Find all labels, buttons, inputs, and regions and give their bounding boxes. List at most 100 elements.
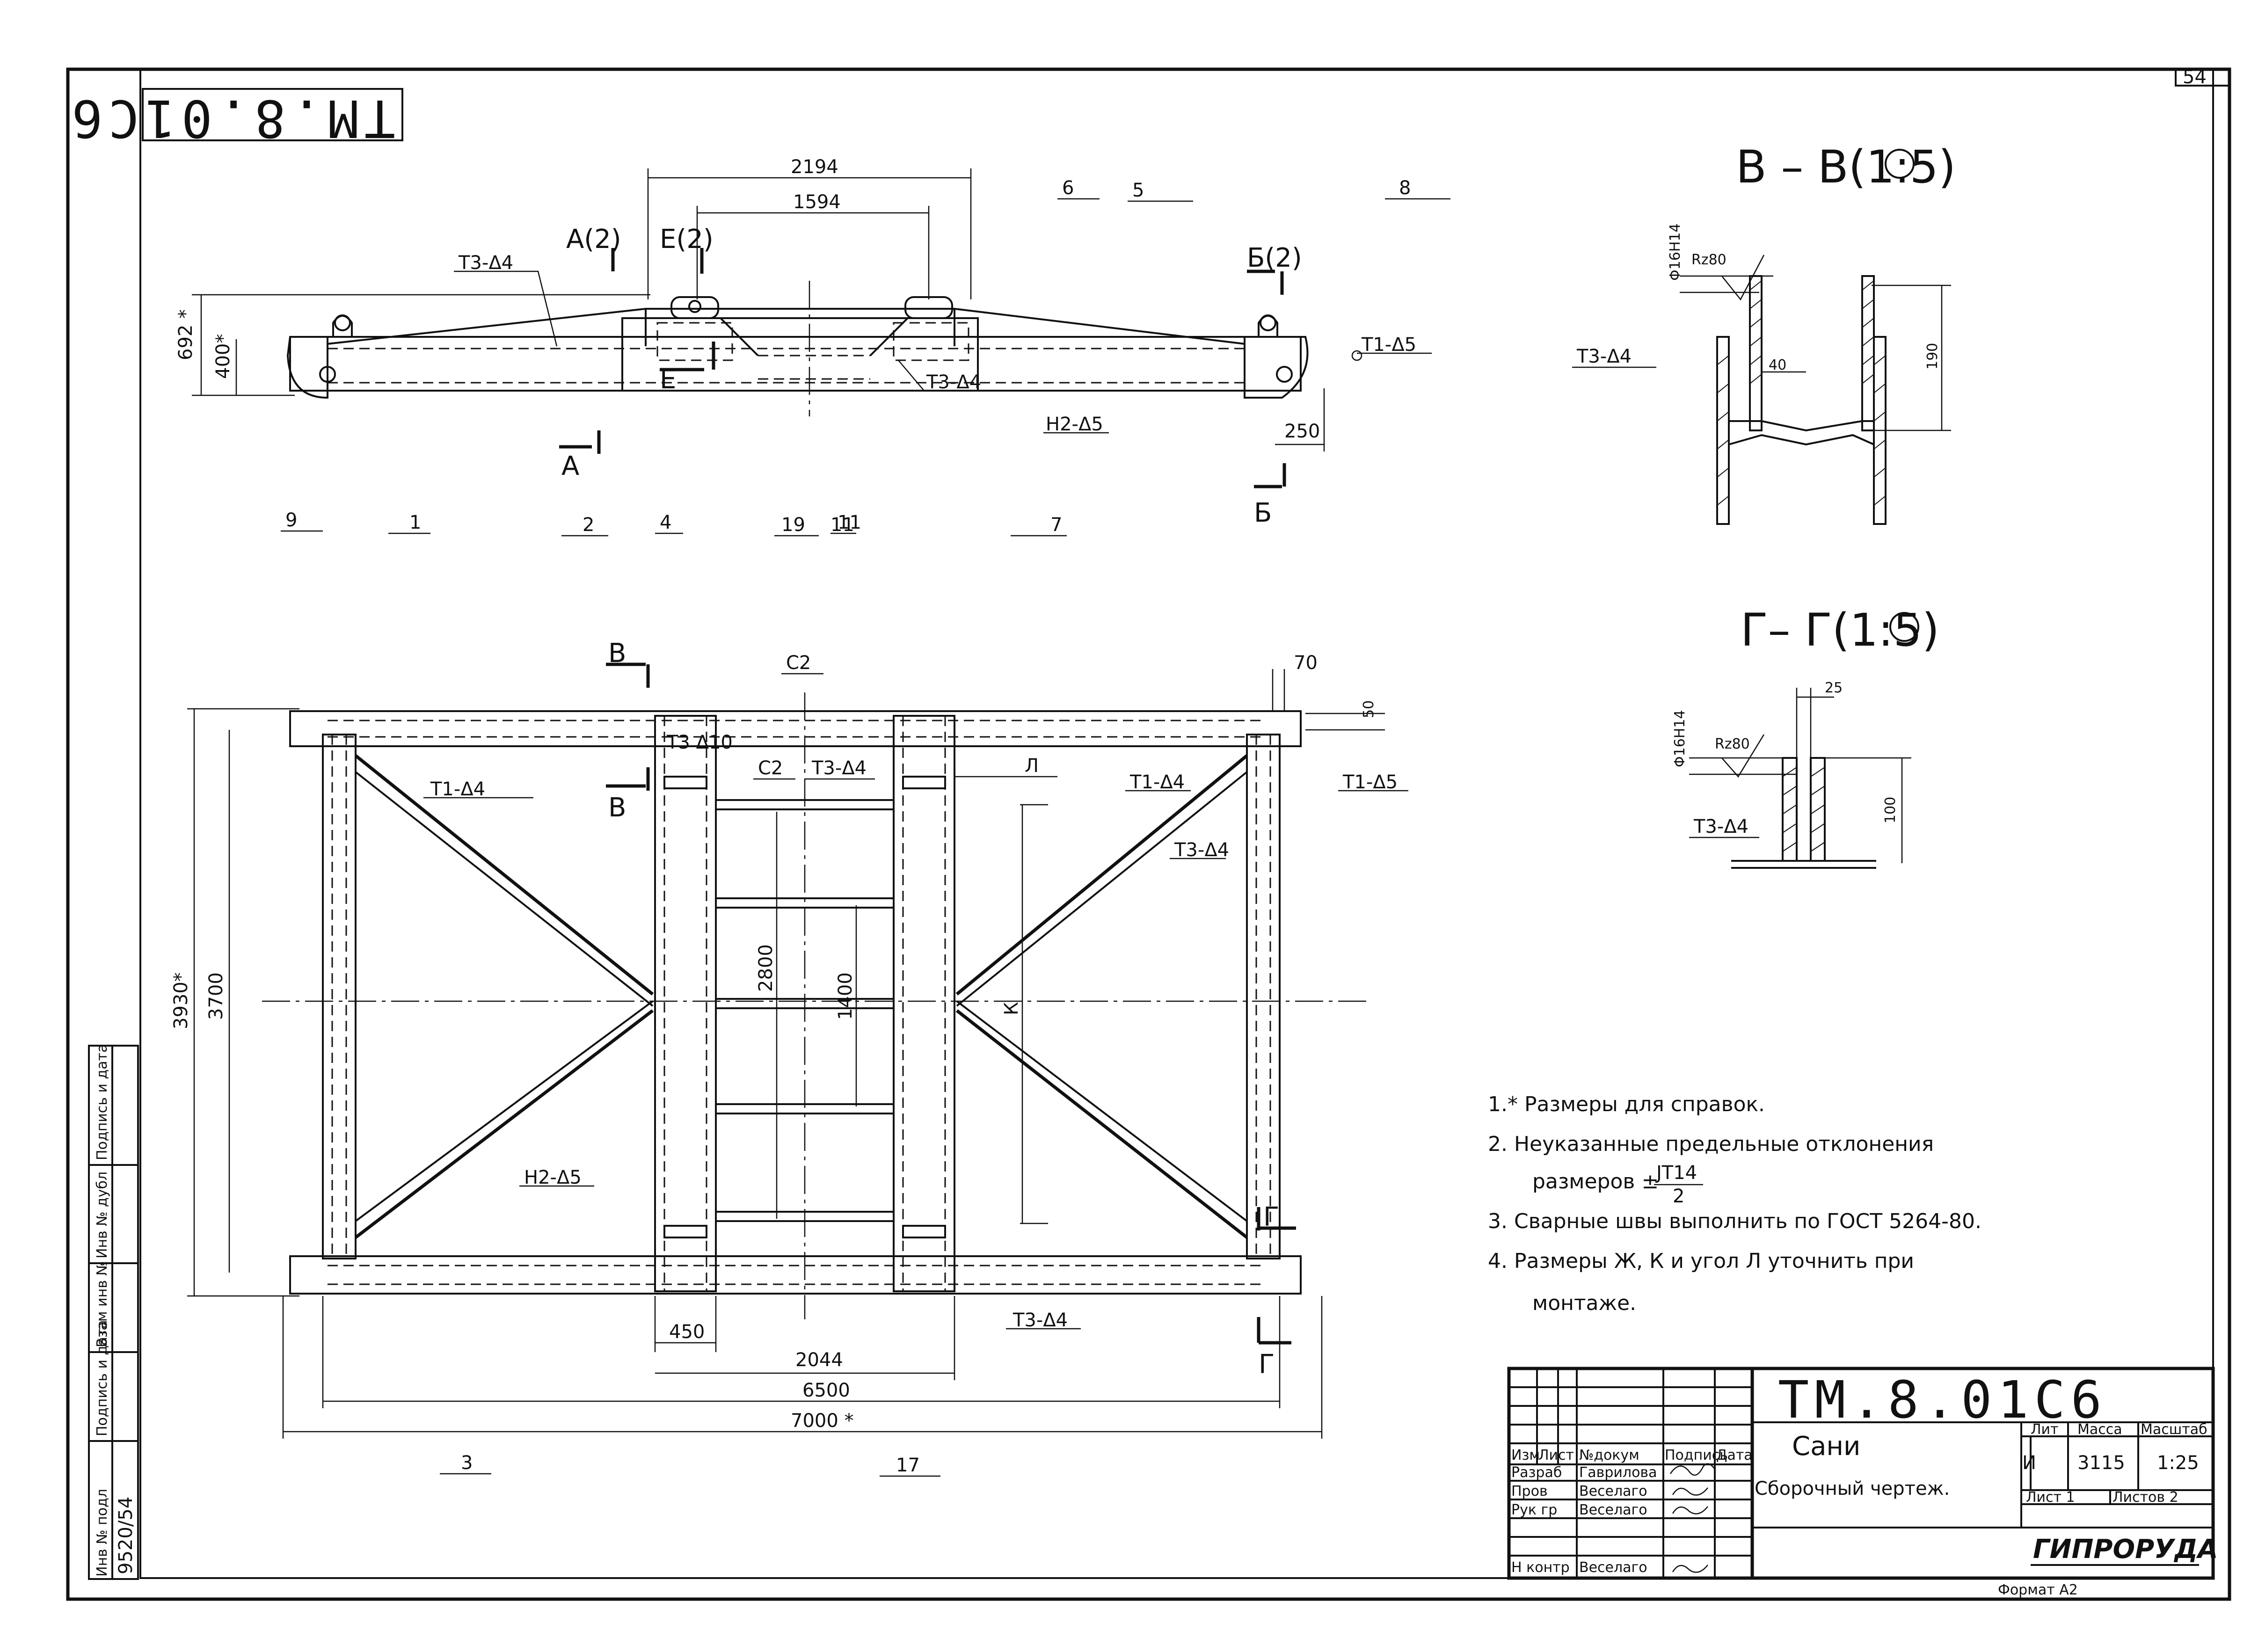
side-view: 2194 1594 692 * 400* 250 А(2) А Е(2) Е Б…: [175, 156, 1450, 534]
section-gg-weld: Т3-Δ4: [1693, 816, 1748, 837]
note-2-frac-num: JT14: [1655, 1162, 1697, 1184]
hdr-izm: Изм: [1511, 1447, 1540, 1463]
pos-19: 19: [781, 514, 805, 536]
pos-3: 3: [461, 1452, 473, 1474]
side-bracket-left: [670, 296, 719, 319]
sheets-label: Листов 2: [2113, 1489, 2178, 1506]
hdr-doc: №докум: [1579, 1447, 1639, 1463]
plan-view: 3930* 3700 2800 1400 450 2044 6500 7000 …: [170, 514, 1408, 1477]
weld-label-c2-mid: С2: [758, 757, 783, 779]
role-n-kontr: Н контр: [1511, 1559, 1570, 1576]
section-gg-phi16: Φ16Н14: [1672, 710, 1688, 767]
rotated-code: ТМ.8.01С6: [66, 88, 395, 148]
weld-label-t3-4-bottom: Т3-Δ4: [1013, 1310, 1068, 1331]
title-name: Сани: [1792, 1431, 1860, 1462]
pos-11: 11: [838, 512, 861, 533]
dim-2800: 2800: [755, 944, 777, 992]
hdr-sign: Подпись: [1665, 1447, 1728, 1463]
section-mark-a-bottom: А: [561, 451, 579, 481]
section-gg: Г– Г(1:5) 25 Φ16Н14 Rz80 100 Т3-Δ4: [1672, 604, 1939, 869]
dim-3930: 3930*: [170, 972, 192, 1029]
plan-crossbeam-right: [1246, 734, 1281, 1259]
section-vv-rz80: Rz80: [1691, 252, 1726, 268]
section-mark-b-top: Б(2): [1247, 243, 1302, 273]
weld-label-t3-4-mid: Т3-Δ4: [811, 757, 867, 779]
weld-label-t1-4-left: Т1-Δ4: [430, 779, 485, 800]
note-4-line2: монтаже.: [1532, 1291, 1636, 1315]
dim-692: 692 *: [175, 309, 197, 360]
weld-label-t1-5: Т1-Δ5: [1361, 334, 1416, 356]
sheet-label: Лист 1: [2026, 1489, 2075, 1506]
lit-value: И: [2022, 1452, 2036, 1474]
dim-7000: 7000 *: [791, 1410, 854, 1432]
weld-label-t1-5-plan: Т1-Δ5: [1342, 771, 1398, 793]
pos-17: 17: [896, 1455, 920, 1476]
section-gg-dim-25: 25: [1825, 680, 1843, 696]
pos-4: 4: [660, 512, 671, 533]
side-right-nose: [1244, 336, 1309, 399]
dim-1400: 1400: [835, 972, 856, 1020]
plan-skid-bottom: [289, 1255, 1302, 1295]
weld-label-t3-4-left: Т3-Δ4: [458, 252, 513, 274]
stamp-podpis-2: Подпись и дата: [94, 1044, 110, 1161]
scale-value: 1:25: [2157, 1452, 2199, 1474]
section-vv-dim-190: 190: [1924, 343, 1941, 370]
side-bracket-right: [904, 296, 953, 319]
name-n-kontr: Веселаго: [1579, 1559, 1647, 1576]
note-2-line1: 2. Неуказанные предельные отклонения: [1488, 1132, 1934, 1156]
side-central-beam: [621, 317, 979, 392]
lug-left-bottom: [319, 366, 336, 383]
signature-1: [1669, 1463, 1715, 1476]
plan-crossbeam-left: [322, 734, 357, 1259]
pos-8: 8: [1399, 177, 1411, 199]
stamp-inv-value: 9520/54: [115, 1497, 137, 1574]
side-top-chord: [327, 308, 1245, 345]
section-vv-weld: Т3-Δ4: [1576, 346, 1632, 367]
section-vv: В – В(1:5) Φ16Н14 Rz80 40: [1572, 141, 1956, 525]
scale-label: Масштаб: [2141, 1421, 2207, 1438]
side-stamp: Подпись и дата Инв № дубл Взам инв № Под…: [88, 1044, 139, 1580]
note-2-frac-den: 2: [1673, 1186, 1684, 1207]
signature-4: [1672, 1565, 1708, 1573]
role-prov: Пров: [1511, 1483, 1548, 1499]
dim-1594: 1594: [793, 191, 841, 213]
signature-3: [1672, 1506, 1708, 1514]
weld-label-t3-4-right: Т3-Δ4: [1174, 839, 1229, 861]
stamp-inv-podl: Инв № подл: [94, 1489, 110, 1577]
weld-label-t3-10: Т3 Δ10: [666, 732, 733, 753]
section-gg-rz80: Rz80: [1715, 736, 1750, 752]
page-number: 54: [2183, 66, 2207, 88]
weld-label-c2-top: С2: [786, 652, 811, 674]
name-razrab: Гаврилова: [1579, 1464, 1657, 1481]
note-1: 1.* Размеры для справок.: [1488, 1092, 1765, 1116]
section-vv-title: В – В(1:5): [1736, 141, 1956, 193]
role-razrab: Разраб: [1511, 1464, 1562, 1481]
section-mark-g-bottom: Г: [1259, 1349, 1275, 1380]
role-ruk-gr: Рук гр: [1511, 1502, 1557, 1518]
section-mark-v-bottom: В: [608, 793, 626, 823]
mass-label: Масса: [2077, 1421, 2122, 1438]
plan-skid-top: [289, 710, 1302, 747]
section-gg-dim-100: 100: [1882, 797, 1899, 823]
title-code: ТМ.8.01С6: [1778, 1370, 2107, 1430]
section-mark-e-top: Е(2): [660, 224, 714, 255]
note-3: 3. Сварные швы выполнить по ГОСТ 5264-80…: [1488, 1209, 1981, 1233]
page-number-box: [2175, 68, 2230, 87]
section-mark-b-bottom: Б: [1254, 498, 1272, 528]
pos-9: 9: [285, 509, 297, 531]
weld-label-t1-4-right: Т1-Δ4: [1129, 771, 1185, 793]
dim-2194: 2194: [791, 156, 838, 178]
dim-450: 450: [669, 1321, 705, 1343]
name-ruk-gr: Веселаго: [1579, 1502, 1647, 1518]
stamp-inv-dubl: Инв № дубл: [94, 1172, 110, 1259]
pos-7: 7: [1050, 514, 1062, 536]
dim-3700: 3700: [205, 972, 227, 1020]
label-k: К: [1001, 1002, 1022, 1015]
dim-250: 250: [1284, 421, 1320, 442]
pos-2: 2: [583, 514, 594, 536]
notes: 1.* Размеры для справок. 2. Неуказанные …: [1488, 1092, 1981, 1315]
stamp-podpis-1: Подпись и дата: [94, 1320, 110, 1437]
pos-1: 1: [409, 512, 421, 533]
section-gg-title: Г– Г(1:5): [1741, 604, 1939, 656]
